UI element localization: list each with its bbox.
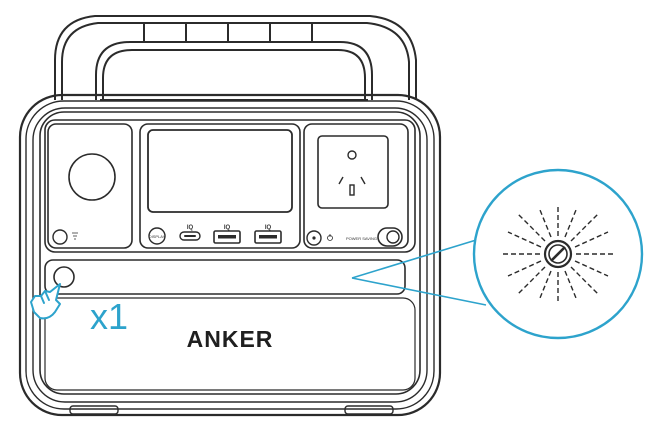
callout-connector (351, 236, 487, 306)
press-count: x1 (90, 296, 128, 337)
wireless-charging-pad (68, 153, 116, 201)
zoom-callout (472, 168, 644, 340)
device-body (18, 93, 442, 417)
lcd-display (147, 129, 293, 213)
display-label: DISPLAY (149, 234, 166, 239)
led-light-bar (44, 259, 406, 295)
light-button[interactable] (53, 266, 75, 288)
power-saving-toggle[interactable] (377, 227, 403, 247)
usb-a-port-2[interactable] (254, 230, 282, 244)
carry-handle (54, 15, 417, 101)
hand-press-icon (30, 283, 61, 320)
usb-a-2-label: IQ (265, 225, 272, 231)
led-light-icon (500, 206, 616, 302)
lamp-button[interactable] (52, 229, 68, 245)
ac-outlet-icon (338, 150, 366, 196)
power-icon (327, 234, 333, 241)
lamp-icon (72, 232, 78, 240)
brand-logo: ANKER (187, 326, 274, 352)
display-button[interactable] (148, 227, 166, 245)
control-panel (44, 119, 416, 253)
usb-c-label: IQ (187, 225, 194, 231)
usb-c-port[interactable] (179, 231, 201, 241)
usb-a-1-label: IQ (224, 225, 231, 231)
power-button[interactable] (306, 230, 322, 246)
usb-a-port-1[interactable] (213, 230, 241, 244)
lower-front-panel (44, 297, 416, 391)
power-saving-label: POWER SAVING (346, 236, 377, 241)
ac-outlet[interactable] (317, 135, 389, 209)
